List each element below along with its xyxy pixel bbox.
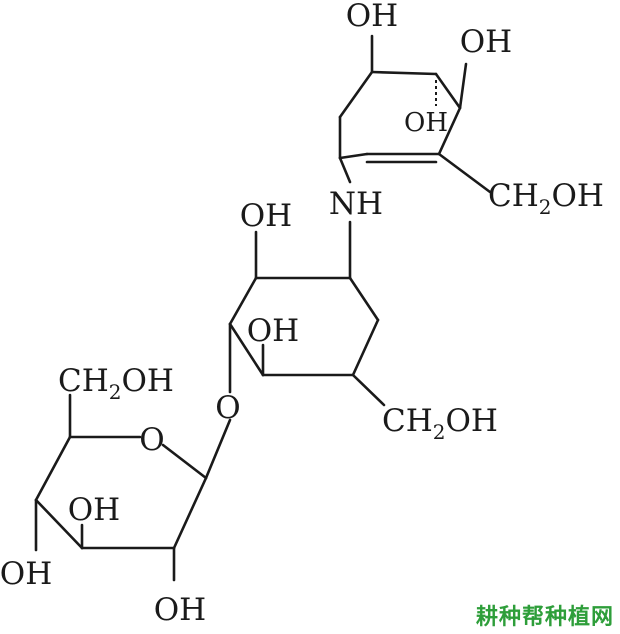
bond <box>370 70 438 76</box>
hydroxyl-label: OH <box>460 24 512 60</box>
bond <box>348 276 380 322</box>
ring-oxygen-label: O <box>139 422 164 458</box>
bond <box>161 443 208 480</box>
bond <box>204 418 232 480</box>
bond <box>338 156 352 184</box>
hydroxyl-label: OH <box>240 198 292 234</box>
hydroxymethyl-label: CH2OH <box>58 363 174 404</box>
label-background <box>68 492 120 522</box>
bond <box>458 62 468 110</box>
oh-label: OH <box>446 403 498 439</box>
subscript-2: 2 <box>109 380 122 404</box>
bond <box>437 152 492 194</box>
bond <box>34 435 72 502</box>
bond <box>34 498 84 550</box>
glucose-ring <box>34 393 232 582</box>
bond <box>228 276 258 326</box>
bond <box>434 72 462 110</box>
bond <box>351 318 380 377</box>
hydroxyl-label: OH <box>154 592 206 628</box>
hydroxyl-label: OH <box>346 0 398 34</box>
ch-label: CH <box>488 178 539 214</box>
bond <box>351 373 386 407</box>
subscript-2: 2 <box>433 420 446 444</box>
subscript-2: 2 <box>539 195 552 219</box>
hydroxyl-label: OH <box>404 108 448 138</box>
nh-label: NH <box>329 186 383 222</box>
hydroxyl-label: OH <box>247 313 299 349</box>
oh-label: OH <box>552 178 604 214</box>
hydroxymethyl-label: CH2OH <box>382 403 498 444</box>
oh-label: OH <box>122 363 174 399</box>
hydroxymethyl-label: CH2OH <box>488 178 604 219</box>
site-watermark: 耕种帮种植网 <box>475 605 614 630</box>
cyclohexene-ring <box>338 34 492 194</box>
glycosidic-oxygen-label: O <box>215 390 240 426</box>
label-background <box>248 313 300 343</box>
bond <box>437 106 462 156</box>
bond <box>338 152 369 160</box>
ch-label: CH <box>58 363 109 399</box>
ch-label: CH <box>382 403 433 439</box>
bond <box>172 476 208 550</box>
bond <box>228 322 265 377</box>
hydroxyl-label: OH <box>0 556 52 592</box>
atom-labels: OH OH OH CH2OH NH OH OH CH2OH O CH2OH O … <box>0 0 604 628</box>
bond <box>338 70 374 119</box>
cyclohexane-ring <box>228 220 386 407</box>
hydroxyl-label: OH <box>68 492 120 528</box>
